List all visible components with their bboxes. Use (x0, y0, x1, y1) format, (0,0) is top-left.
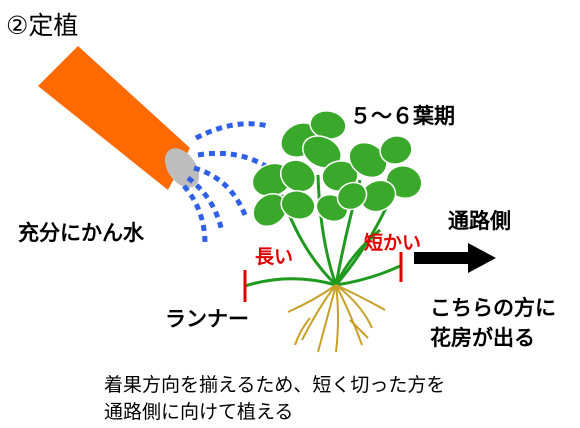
diagram-title: ②定植 (6, 11, 79, 40)
caption-line-1: 着果方向を揃えるため、短く切った方を (104, 374, 446, 396)
aisle-side-label: 通路側 (448, 209, 511, 233)
long-label: 長い (255, 246, 294, 268)
flower-direction-label-1: こちらの方に (430, 296, 556, 320)
runner-stems (244, 264, 401, 288)
strawberry-leaves (251, 110, 423, 228)
watering-label: 充分にかん水 (18, 221, 144, 245)
watering-nozzle-icon (38, 46, 200, 190)
leaf-stage-label: ５～６葉期 (350, 104, 455, 128)
caption-line-2: 通路側に向けて植える (104, 401, 294, 423)
short-label: 短かい (364, 232, 422, 254)
runner-label: ランナー (165, 307, 249, 331)
flower-direction-label-2: 花房が出る (430, 326, 535, 350)
roots (287, 284, 386, 353)
arrow-right-icon (414, 243, 496, 273)
